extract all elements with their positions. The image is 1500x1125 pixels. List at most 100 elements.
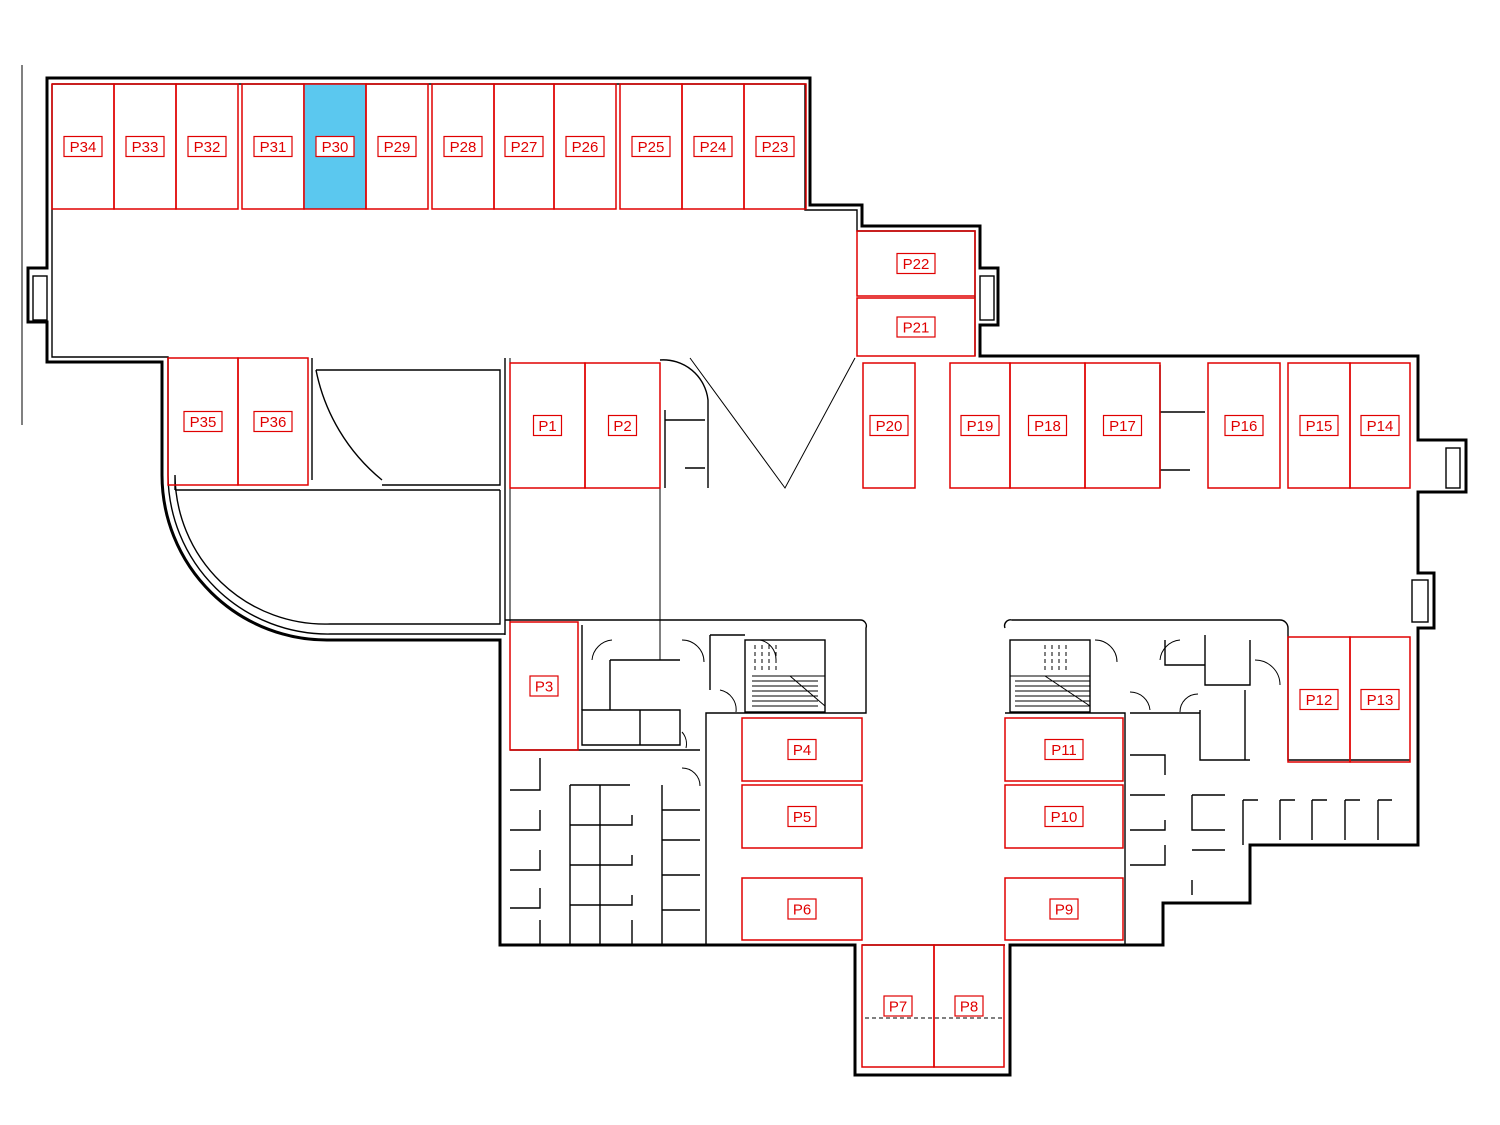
space-label: P4 <box>793 742 811 759</box>
building-walls <box>21 65 1468 1077</box>
space-outline[interactable] <box>1084 362 1161 489</box>
space-label-box <box>1102 414 1143 437</box>
space-label: P5 <box>793 809 811 826</box>
space-label-box <box>253 410 293 433</box>
parking-space-p22[interactable]: P22 <box>856 230 976 297</box>
parking-space-p29[interactable]: P29 <box>365 83 429 210</box>
parking-space-p8[interactable]: P8 <box>933 944 1005 1068</box>
space-label: P6 <box>793 902 811 919</box>
space-outline[interactable] <box>237 357 309 486</box>
space-label: P26 <box>572 139 599 156</box>
space-outline[interactable] <box>741 717 863 782</box>
space-outline[interactable] <box>509 621 579 751</box>
space-label: P8 <box>960 999 978 1016</box>
space-outline[interactable] <box>1349 636 1411 763</box>
space-outline[interactable] <box>743 83 807 210</box>
parking-space-p5[interactable]: P5 <box>741 784 863 849</box>
space-label-box <box>787 805 817 828</box>
space-outline[interactable] <box>741 877 863 941</box>
space-outline[interactable] <box>365 83 429 210</box>
space-label-box <box>693 135 733 158</box>
space-label: P31 <box>260 139 287 156</box>
space-label-box <box>1044 805 1084 828</box>
space-outline[interactable] <box>1004 784 1124 849</box>
space-label-box <box>869 414 909 437</box>
space-label-box <box>1044 738 1084 761</box>
space-label-box <box>1049 898 1079 920</box>
space-label: P3 <box>535 679 553 696</box>
space-label-box <box>253 135 293 158</box>
space-label: P29 <box>384 139 411 156</box>
space-label-box <box>1027 414 1068 437</box>
parking-space-p21[interactable]: P21 <box>856 297 976 357</box>
space-label-box <box>787 898 817 920</box>
parking-space-p14[interactable]: P14 <box>1349 362 1411 489</box>
space-outline[interactable] <box>1207 362 1281 489</box>
space-label: P15 <box>1306 418 1333 435</box>
space-outline[interactable] <box>856 297 976 357</box>
space-label-box <box>954 995 984 1017</box>
space-label: P14 <box>1367 418 1394 435</box>
space-label-box <box>183 410 223 433</box>
space-outline[interactable] <box>856 230 976 297</box>
parking-space-p36[interactable]: P36 <box>237 357 309 486</box>
space-label-box <box>529 675 559 697</box>
parking-space-p19[interactable]: P19 <box>949 362 1011 489</box>
space-label: P35 <box>190 414 217 431</box>
parking-space-p2[interactable]: P2 <box>584 362 661 489</box>
parking-space-p9[interactable]: P9 <box>1004 877 1124 941</box>
space-label-box <box>1299 688 1339 711</box>
space-label-box <box>63 135 103 158</box>
parking-space-p4[interactable]: P4 <box>741 717 863 782</box>
space-outline[interactable] <box>553 83 617 210</box>
space-outline[interactable] <box>1349 362 1411 489</box>
space-outline[interactable] <box>1004 717 1124 782</box>
parking-space-p1[interactable]: P1 <box>509 362 586 489</box>
space-label: P19 <box>967 418 994 435</box>
parking-space-p24[interactable]: P24 <box>681 83 745 210</box>
parking-space-p31[interactable]: P31 <box>241 83 305 210</box>
space-label-box <box>883 995 913 1017</box>
space-outline[interactable] <box>175 83 239 210</box>
parking-space-p32[interactable]: P32 <box>175 83 239 210</box>
space-outline[interactable] <box>1004 877 1124 941</box>
parking-space-p15[interactable]: P15 <box>1287 362 1351 489</box>
space-label-box <box>1360 688 1400 711</box>
space-label-box <box>187 135 227 158</box>
space-outline[interactable] <box>741 784 863 849</box>
parking-space-p18[interactable]: P18 <box>1009 362 1086 489</box>
parking-space-p3[interactable]: P3 <box>509 621 579 751</box>
space-outline[interactable] <box>584 362 661 489</box>
parking-space-p23[interactable]: P23 <box>743 83 807 210</box>
parking-space-p35[interactable]: P35 <box>167 357 239 486</box>
parking-space-p30[interactable]: P30 <box>303 83 367 210</box>
parking-space-p13[interactable]: P13 <box>1349 636 1411 763</box>
parking-space-p12[interactable]: P12 <box>1287 636 1351 763</box>
parking-space-p27[interactable]: P27 <box>493 83 555 210</box>
space-label: P20 <box>876 418 903 435</box>
space-label: P21 <box>903 320 930 337</box>
parking-space-p20[interactable]: P20 <box>862 362 916 489</box>
space-label-box <box>755 135 795 158</box>
parking-space-p6[interactable]: P6 <box>741 877 863 941</box>
space-label: P33 <box>132 139 159 156</box>
parking-space-p33[interactable]: P33 <box>113 83 177 210</box>
parking-space-p34[interactable]: P34 <box>51 83 115 210</box>
parking-space-p28[interactable]: P28 <box>431 83 495 210</box>
space-label: P17 <box>1109 418 1136 435</box>
space-label: P18 <box>1034 418 1061 435</box>
parking-space-p11[interactable]: P11 <box>1004 717 1124 782</box>
space-label-box <box>631 135 671 158</box>
space-label: P30 <box>322 139 349 156</box>
parking-space-p10[interactable]: P10 <box>1004 784 1124 849</box>
space-outline[interactable] <box>933 944 1005 1068</box>
space-label-box <box>896 252 936 275</box>
parking-space-p26[interactable]: P26 <box>553 83 617 210</box>
parking-space-p7[interactable]: P7 <box>861 944 935 1068</box>
space-label: P22 <box>903 256 930 273</box>
space-outline[interactable] <box>862 362 916 489</box>
parking-space-p25[interactable]: P25 <box>619 83 683 210</box>
parking-space-p16[interactable]: P16 <box>1207 362 1281 489</box>
parking-space-p17[interactable]: P17 <box>1084 362 1161 489</box>
space-label: P27 <box>511 139 538 156</box>
